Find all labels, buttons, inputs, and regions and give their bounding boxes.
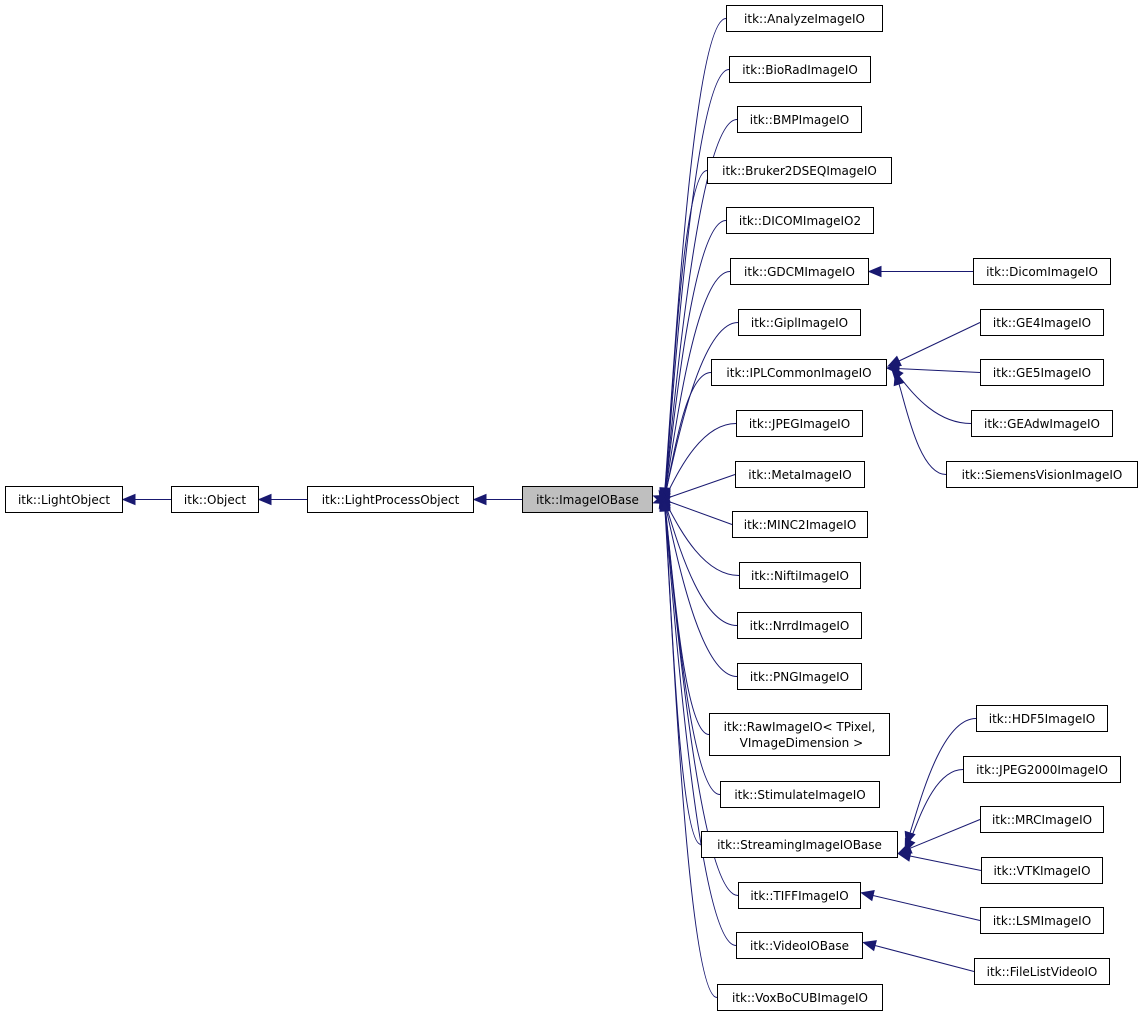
inheritance-edge-bruker bbox=[664, 170, 708, 492]
inheritance-edge-nrrd bbox=[664, 502, 738, 626]
node-minc2[interactable]: itk::MINC2ImageIO bbox=[732, 511, 868, 538]
node-ge5[interactable]: itk::GE5ImageIO bbox=[980, 359, 1104, 386]
arrowhead-object bbox=[121, 493, 136, 506]
node-lsm[interactable]: itk::LSMImageIO bbox=[980, 907, 1104, 934]
inheritance-edge-lsm bbox=[872, 895, 981, 921]
node-object[interactable]: itk::Object bbox=[171, 486, 259, 513]
inheritance-edge-jpeg2000 bbox=[909, 769, 964, 841]
inheritance-edge-minc2 bbox=[664, 499, 733, 525]
arrowhead-filelistvideo bbox=[862, 940, 877, 952]
inheritance-edge-voxbocub bbox=[664, 510, 718, 998]
inheritance-edge-filelistvideo bbox=[874, 945, 975, 972]
node-lightobject[interactable]: itk::LightObject bbox=[5, 486, 123, 513]
node-bruker[interactable]: itk::Bruker2DSEQImageIO bbox=[707, 157, 892, 184]
arrowhead-dicomimageio bbox=[867, 265, 882, 278]
arrowhead-voxbocub bbox=[659, 497, 671, 512]
inheritance-edge-siemens bbox=[898, 383, 947, 475]
inheritance-edge-mrc bbox=[909, 819, 981, 849]
node-dicom2[interactable]: itk::DICOMImageIO2 bbox=[726, 207, 874, 234]
node-ge4[interactable]: itk::GE4ImageIO bbox=[980, 309, 1104, 336]
node-png[interactable]: itk::PNGImageIO bbox=[737, 663, 862, 690]
node-filelistvideo[interactable]: itk::FileListVideoIO bbox=[974, 958, 1110, 985]
node-vtk[interactable]: itk::VTKImageIO bbox=[981, 857, 1103, 884]
inheritance-edge-iplcommon bbox=[664, 372, 712, 497]
arrowhead-imageiobase bbox=[472, 493, 487, 506]
inheritance-edge-dicom2 bbox=[664, 220, 727, 493]
inheritance-edge-gipl bbox=[664, 322, 739, 496]
node-gipl[interactable]: itk::GiplImageIO bbox=[738, 309, 861, 336]
inheritance-edge-videoio bbox=[664, 509, 737, 946]
node-imageiobase: itk::ImageIOBase bbox=[522, 486, 653, 513]
inheritance-edge-png bbox=[664, 503, 738, 677]
node-videoio[interactable]: itk::VideoIOBase bbox=[736, 932, 863, 959]
inheritance-edge-meta bbox=[664, 474, 736, 500]
node-nifti[interactable]: itk::NiftiImageIO bbox=[739, 562, 861, 589]
node-tiff[interactable]: itk::TIFFImageIO bbox=[738, 882, 861, 909]
node-dicomimageio[interactable]: itk::DicomImageIO bbox=[973, 258, 1111, 285]
node-jpeg[interactable]: itk::JPEGImageIO bbox=[736, 410, 863, 437]
node-bmp[interactable]: itk::BMPImageIO bbox=[737, 106, 862, 133]
node-jpeg2000[interactable]: itk::JPEG2000ImageIO bbox=[963, 756, 1121, 783]
node-streaming[interactable]: itk::StreamingImageIOBase bbox=[701, 831, 898, 858]
arrowhead-vtk bbox=[896, 850, 912, 862]
inheritance-edge-gdcm bbox=[664, 271, 731, 495]
inheritance-edge-geadw bbox=[898, 376, 972, 424]
inheritance-edge-hdf5 bbox=[909, 718, 977, 834]
node-gdcm[interactable]: itk::GDCMImageIO bbox=[730, 258, 869, 285]
node-voxbocub[interactable]: itk::VoxBoCUBImageIO bbox=[717, 984, 883, 1011]
node-lightprocessobject[interactable]: itk::LightProcessObject bbox=[307, 486, 474, 513]
node-siemens[interactable]: itk::SiemensVisionImageIO bbox=[946, 461, 1138, 488]
inheritance-edge-tiff bbox=[664, 508, 739, 896]
inheritance-edge-ge5 bbox=[898, 368, 981, 373]
node-geadw[interactable]: itk::GEAdwImageIO bbox=[971, 410, 1113, 437]
arrowhead-lsm bbox=[860, 890, 875, 902]
inheritance-edge-vtk bbox=[909, 855, 982, 871]
node-mrc[interactable]: itk::MRCImageIO bbox=[980, 806, 1104, 833]
inheritance-edge-bmp bbox=[664, 119, 738, 491]
node-nrrd[interactable]: itk::NrrdImageIO bbox=[737, 612, 862, 639]
arrowhead-lightprocessobject bbox=[257, 493, 272, 506]
arrowhead-siemens bbox=[893, 371, 905, 387]
node-raw[interactable]: itk::RawImageIO< TPixel, VImageDimension… bbox=[709, 713, 890, 756]
node-stimulate[interactable]: itk::StimulateImageIO bbox=[720, 781, 880, 808]
node-analyze[interactable]: itk::AnalyzeImageIO bbox=[726, 5, 883, 32]
node-iplcommon[interactable]: itk::IPLCommonImageIO bbox=[711, 359, 887, 386]
node-biorad[interactable]: itk::BioRadImageIO bbox=[729, 56, 871, 83]
inheritance-edge-jpeg bbox=[664, 423, 737, 498]
inheritance-edge-ge4 bbox=[898, 322, 981, 362]
node-hdf5[interactable]: itk::HDF5ImageIO bbox=[976, 705, 1108, 732]
node-meta[interactable]: itk::MetaImageIO bbox=[735, 461, 865, 488]
